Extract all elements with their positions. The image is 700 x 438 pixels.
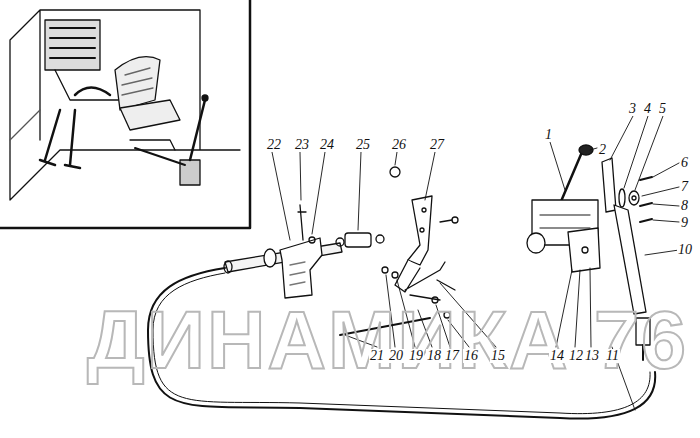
callout-number: 3 <box>628 102 637 116</box>
callout-number: 24 <box>319 138 335 152</box>
callout-number: 17 <box>444 349 460 363</box>
callout-number: 21 <box>369 349 385 363</box>
callout-number: 1 <box>544 128 553 142</box>
callout-number: 5 <box>658 102 667 116</box>
callout-number: 13 <box>584 349 600 363</box>
callout-number: 9 <box>680 216 689 230</box>
callout-number: 10 <box>677 243 693 257</box>
callout-number: 7 <box>680 180 689 194</box>
watermark: ДИНАМИКА 76 <box>87 300 688 381</box>
callout-number: 12 <box>568 349 584 363</box>
callout-number: 14 <box>549 349 565 363</box>
callout-number: 20 <box>388 349 404 363</box>
callout-number: 27 <box>429 138 445 152</box>
callout-number: 18 <box>426 349 442 363</box>
callout-number: 4 <box>643 102 652 116</box>
callout-number: 2 <box>598 143 607 157</box>
callout-number: 19 <box>408 349 424 363</box>
callout-number: 22 <box>266 138 282 152</box>
callout-number: 16 <box>463 349 479 363</box>
callout-number: 26 <box>391 138 407 152</box>
callout-number: 23 <box>294 138 310 152</box>
callout-number: 11 <box>605 349 620 363</box>
callout-number: 25 <box>355 138 371 152</box>
callout-number: 15 <box>490 349 506 363</box>
callout-number: 6 <box>680 156 689 170</box>
callout-number: 8 <box>680 199 689 213</box>
